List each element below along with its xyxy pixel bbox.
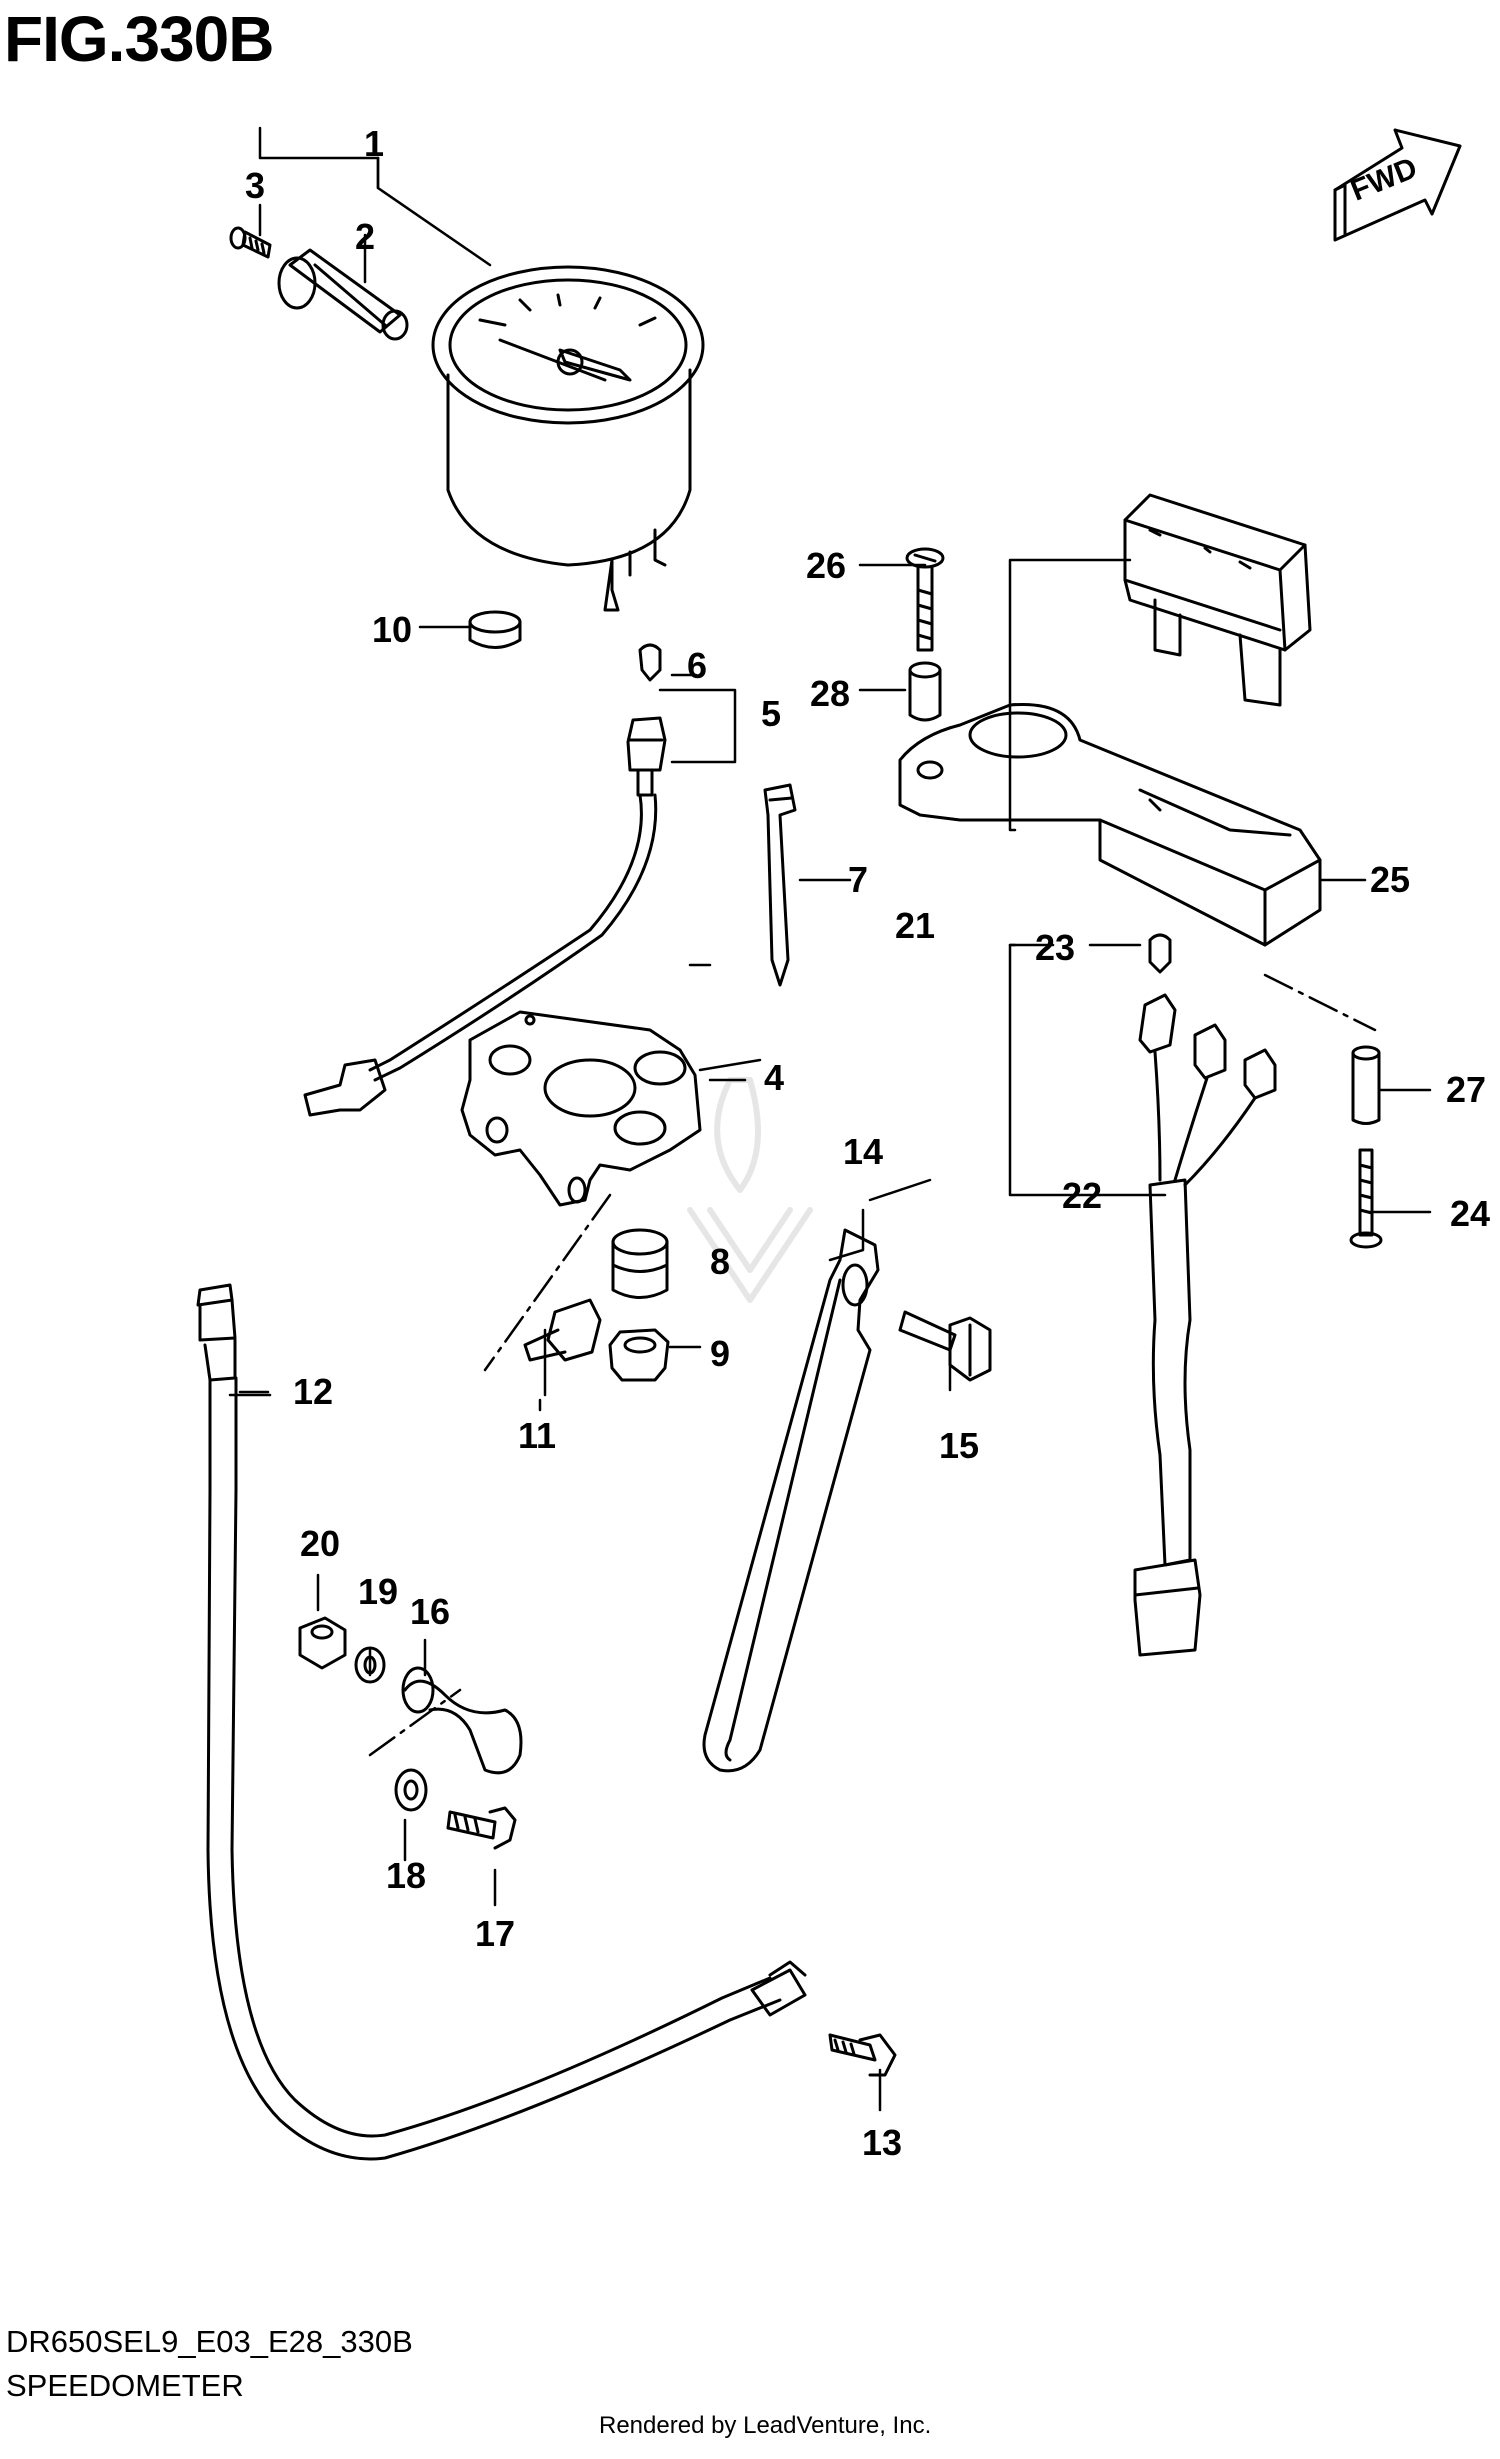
socket-wire-part-5 — [303, 716, 667, 1117]
speedometer-cable-part-12 — [196, 1283, 807, 2161]
callout-7: 7 — [848, 859, 869, 900]
indicator-lens-part-25 — [1123, 493, 1312, 707]
callout-25: 25 — [1370, 859, 1411, 900]
cap-part-10 — [468, 610, 522, 649]
clamp-part-16 — [401, 1666, 523, 1775]
callout-17: 17 — [475, 1913, 516, 1954]
screw-part-24 — [1349, 1148, 1383, 1249]
clamp-tie-part-7 — [763, 783, 797, 987]
screw-part-13 — [828, 2033, 897, 2077]
callout-14: 14 — [843, 1131, 884, 1172]
bulb-part-23 — [1148, 933, 1172, 974]
screw-part-26 — [905, 547, 945, 652]
nut-part-20 — [298, 1616, 347, 1670]
callout-10: 10 — [372, 609, 413, 650]
nut-part-9 — [608, 1328, 670, 1382]
callout-5: 5 — [761, 693, 782, 734]
callout-2: 2 — [355, 216, 376, 257]
speedometer-assembly — [431, 265, 705, 612]
callout-12: 12 — [293, 1371, 334, 1412]
callout-4: 4 — [764, 1057, 785, 1098]
callout-15: 15 — [939, 1425, 980, 1466]
bulb-part-6 — [638, 643, 662, 682]
callout-26: 26 — [806, 545, 847, 586]
washer-part-18 — [394, 1768, 428, 1812]
collar-part-27 — [1351, 1045, 1381, 1125]
callout-16: 16 — [410, 1591, 451, 1632]
callout-23: 23 — [1035, 927, 1076, 968]
callout-18: 18 — [386, 1855, 427, 1896]
figure-name: SPEEDOMETER — [6, 2368, 244, 2403]
callout-9: 9 — [710, 1333, 731, 1374]
callout-11: 11 — [518, 1415, 557, 1456]
screw-part-3 — [229, 226, 272, 259]
collar-part-28 — [908, 661, 942, 722]
fwd-arrow-icon — [1333, 128, 1462, 242]
callout-8: 8 — [710, 1241, 731, 1282]
grommet-part-2 — [277, 248, 409, 341]
callout-13: 13 — [862, 2122, 903, 2163]
leader-lines — [228, 126, 1432, 2112]
indicator-case-part-25 — [898, 702, 1322, 947]
callout-3: 3 — [245, 165, 266, 206]
callout-21: 21 — [895, 905, 936, 946]
screw-part-17 — [446, 1806, 517, 1850]
callout-27: 27 — [1446, 1069, 1487, 1110]
cushion-part-8 — [611, 1228, 669, 1299]
callout-6: 6 — [687, 645, 708, 686]
callout-1: 1 — [364, 123, 385, 164]
bolt-part-15 — [898, 1310, 992, 1382]
bracket-part-4 — [460, 1010, 702, 1207]
callout-22: 22 — [1062, 1175, 1103, 1216]
bolt-part-11 — [523, 1298, 602, 1362]
washer-part-19 — [354, 1646, 386, 1684]
figure-title: FIG.330B — [4, 3, 274, 75]
figure-code: DR650SEL9_E03_E28_330B — [6, 2324, 413, 2359]
stay-part-14 — [702, 1228, 880, 1773]
callout-19: 19 — [358, 1571, 399, 1612]
callout-20: 20 — [300, 1523, 341, 1564]
callout-24: 24 — [1450, 1193, 1491, 1234]
render-credit: Rendered by LeadVenture, Inc. — [599, 2412, 932, 2439]
leadventure-watermark-icon — [687, 1077, 813, 1303]
wire-harness-part-22 — [1133, 993, 1277, 1657]
callout-28: 28 — [810, 673, 851, 714]
